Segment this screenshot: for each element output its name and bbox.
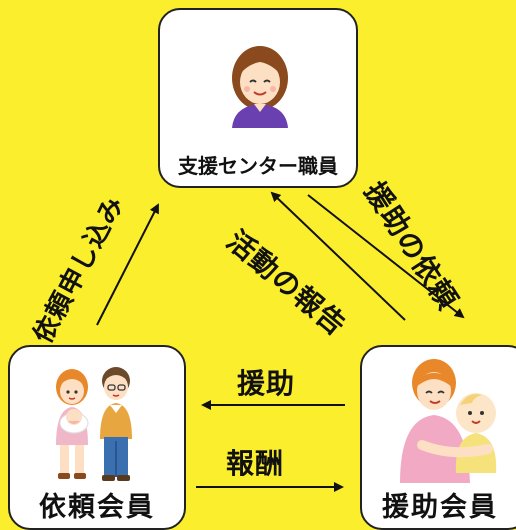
support-center-label: 支援センター職員 [178,154,338,178]
support-center-card: 支援センター職員 [158,8,358,188]
report-label: 活動の報告 [220,223,353,343]
family-icon [56,367,132,481]
apply-label: 依頼申し込み [27,191,131,349]
reward-label: 報酬 [226,447,285,480]
helper-member-label: 援助会員 [382,492,498,523]
helper-member-card: 援助会員 [360,345,516,530]
assist-label: 援助 [237,367,296,400]
requester-member-label: 依頼会員 [39,492,155,523]
helper-with-baby-icon [400,359,497,483]
requester-member-card: 依頼会員 [8,345,186,530]
staff-avatar-icon [232,46,288,128]
request-help-label: 援助の依頼 [357,176,465,316]
